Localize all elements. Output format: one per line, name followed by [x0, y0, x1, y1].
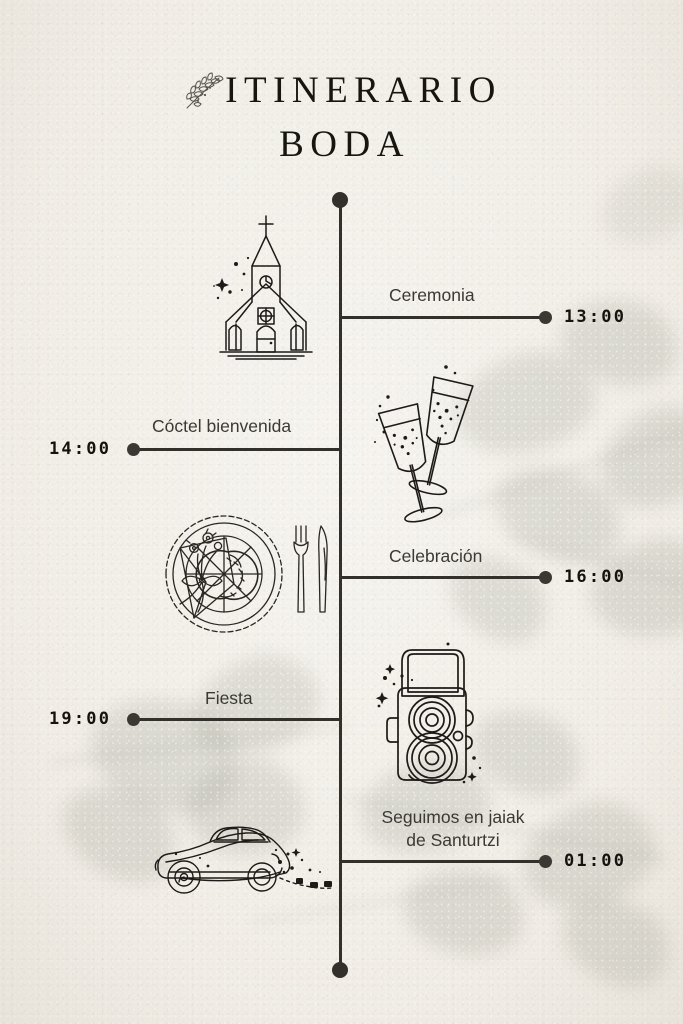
event-time-celebracion: 16:00 — [564, 567, 627, 587]
event-label-ceremonia: Ceremonia — [389, 285, 475, 305]
champagne-glasses-icon — [372, 362, 492, 523]
timeline-cap-bottom-dot — [332, 962, 348, 978]
node-dot-celebracion — [539, 571, 552, 584]
event-time-ceremonia: 13:00 — [564, 307, 627, 327]
page-title-line2: BODA — [279, 124, 410, 165]
event-time-jaiak: 01:00 — [564, 851, 627, 871]
branch-line-coctel — [135, 448, 341, 451]
node-dot-fiesta — [127, 713, 140, 726]
node-dot-jaiak — [539, 855, 552, 868]
branch-line-jaiak — [340, 860, 545, 863]
wedding-car-icon — [152, 820, 338, 902]
branch-line-ceremonia — [340, 316, 545, 319]
event-label-coctel: Cóctel bienvenida — [152, 416, 292, 436]
event-label-celebracion: Celebración — [389, 546, 483, 566]
church-icon — [196, 212, 336, 360]
camera-icon — [375, 632, 486, 788]
node-dot-coctel — [127, 443, 140, 456]
event-label-jaiak: Seguimos en jaiak de Santurtzi — [381, 807, 525, 851]
branch-line-fiesta — [135, 718, 341, 721]
timeline-axis — [339, 200, 342, 970]
event-label-fiesta: Fiesta — [205, 688, 253, 708]
node-dot-ceremonia — [539, 311, 552, 324]
timeline-cap-top-dot — [332, 192, 348, 208]
event-time-coctel: 14:00 — [49, 439, 112, 459]
branch-line-celebracion — [340, 576, 545, 579]
table-setting-icon — [158, 508, 330, 640]
olive-branch-icon — [181, 68, 227, 114]
page-title-line1: ITINERARIO — [225, 69, 502, 111]
event-time-fiesta: 19:00 — [49, 709, 112, 729]
page-header: ITINERARIO BODA — [0, 66, 683, 163]
